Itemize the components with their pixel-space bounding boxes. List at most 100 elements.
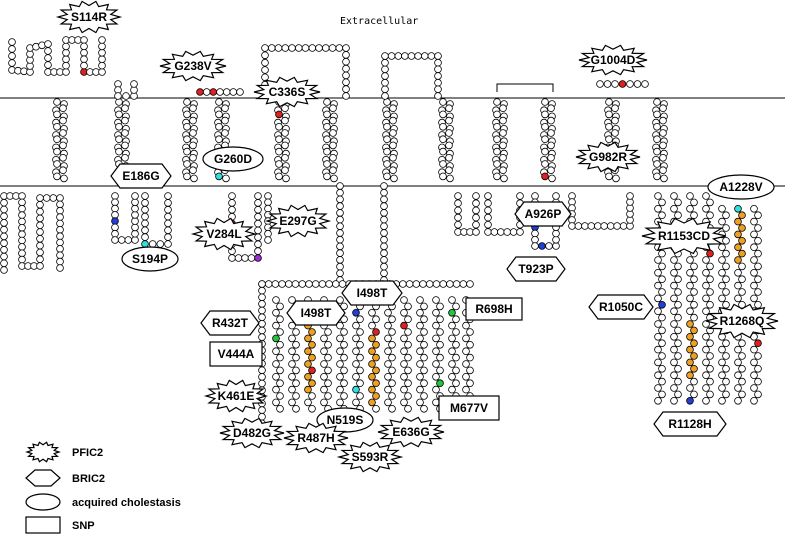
residue — [420, 366, 428, 375]
highlighted-residue — [254, 254, 262, 262]
residue — [383, 147, 391, 156]
highlighted-residue — [734, 243, 742, 252]
variant-e186g[interactable]: E186G — [110, 163, 172, 189]
legend-item-pfic2: PFIC2 — [25, 441, 103, 463]
variant-r487h[interactable]: R487H — [283, 422, 349, 454]
residue — [738, 288, 746, 296]
residue — [380, 269, 388, 278]
residue — [164, 199, 172, 207]
variant-shape — [588, 294, 654, 320]
residue — [432, 334, 440, 343]
residue — [380, 262, 388, 271]
variant-r1050c[interactable]: R1050C — [588, 294, 654, 320]
residue — [258, 319, 266, 328]
variant-i498t[interactable]: I498T — [286, 300, 346, 326]
variant-g982r[interactable]: G982R — [575, 141, 641, 173]
residue — [439, 98, 447, 106]
highlighted-residue — [215, 172, 223, 181]
variant-t923p[interactable]: T923P — [506, 256, 566, 282]
residue — [436, 302, 444, 311]
variant-shape — [336, 441, 404, 473]
residue — [288, 44, 296, 52]
variant-label: D482G — [233, 426, 271, 440]
variant-g238v[interactable]: G238V — [159, 50, 227, 82]
variant-d482g[interactable]: D482G — [219, 417, 285, 449]
residue — [380, 215, 388, 224]
variant-m677v[interactable]: M677V — [438, 395, 500, 421]
residue — [439, 110, 447, 119]
variant-r1153cd[interactable]: R1153CD — [641, 217, 727, 255]
residue — [659, 154, 667, 162]
variant-r698h[interactable]: R698H — [465, 297, 523, 321]
residue — [484, 192, 492, 200]
residue — [117, 236, 126, 244]
variant-a1228v[interactable]: A1228V — [707, 174, 775, 200]
variant-s114r[interactable]: S114R — [55, 0, 123, 34]
residue — [131, 198, 139, 207]
highlighted-residue — [304, 334, 312, 343]
residue — [750, 243, 758, 252]
highlighted-residue — [308, 328, 316, 336]
residue — [323, 147, 331, 156]
variant-v444a[interactable]: V444A — [209, 341, 263, 367]
residue — [380, 229, 388, 237]
residue — [234, 254, 243, 262]
residue — [164, 212, 172, 221]
residue — [380, 209, 388, 217]
highlighted-residue — [686, 332, 694, 341]
residue — [547, 141, 555, 150]
variant-k461e[interactable]: K461E — [203, 379, 269, 413]
residue — [452, 302, 460, 311]
variant-r432t[interactable]: R432T — [200, 310, 260, 336]
variant-g260d[interactable]: G260D — [202, 146, 264, 172]
residue — [605, 135, 613, 144]
variant-i498t[interactable]: I498T — [341, 280, 403, 306]
residue — [432, 321, 440, 330]
residue — [658, 288, 666, 296]
residue — [738, 262, 746, 271]
variant-s593r[interactable]: S593R — [336, 441, 404, 473]
residue — [420, 52, 429, 60]
residue — [404, 366, 412, 375]
variant-n519s[interactable]: N519S — [316, 407, 374, 433]
residue — [425, 280, 434, 288]
variant-v284l[interactable]: V284L — [190, 217, 258, 251]
residue — [462, 347, 470, 356]
residue — [372, 315, 380, 324]
variant-s194p[interactable]: S194P — [121, 246, 179, 272]
residue — [552, 192, 560, 200]
residue — [439, 123, 447, 131]
residue — [722, 352, 730, 360]
variant-e297g[interactable]: E297G — [264, 204, 332, 238]
variant-r1128h[interactable]: R1128H — [653, 411, 727, 437]
residue — [18, 255, 26, 264]
residue — [472, 228, 480, 236]
legend-burst-icon — [25, 441, 61, 463]
residue — [454, 206, 462, 215]
residue — [548, 174, 556, 183]
residue — [352, 372, 360, 381]
highlighted-residue — [304, 385, 312, 394]
residue — [288, 385, 296, 394]
legend-label: BRIC2 — [72, 473, 105, 485]
residue — [702, 256, 710, 264]
variant-g1004d[interactable]: G1004D — [578, 44, 648, 76]
residue — [336, 334, 344, 343]
variant-label: R1050C — [599, 300, 643, 314]
variant-r1268q[interactable]: R1268Q — [705, 303, 779, 339]
residue — [702, 307, 710, 316]
variant-e636g[interactable]: E636G — [377, 416, 445, 448]
residue — [420, 302, 428, 311]
residue — [59, 116, 67, 125]
highlighted-residue — [734, 230, 742, 239]
residue — [686, 256, 694, 264]
residue — [336, 242, 344, 251]
residue — [258, 326, 266, 335]
variant-a926p[interactable]: A926P — [514, 201, 572, 227]
variant-c336s[interactable]: C336S — [253, 76, 321, 108]
highlighted-residue — [738, 237, 746, 245]
variant-shape — [377, 416, 445, 448]
residue — [754, 275, 762, 284]
residue — [336, 195, 344, 204]
residue — [626, 192, 634, 200]
